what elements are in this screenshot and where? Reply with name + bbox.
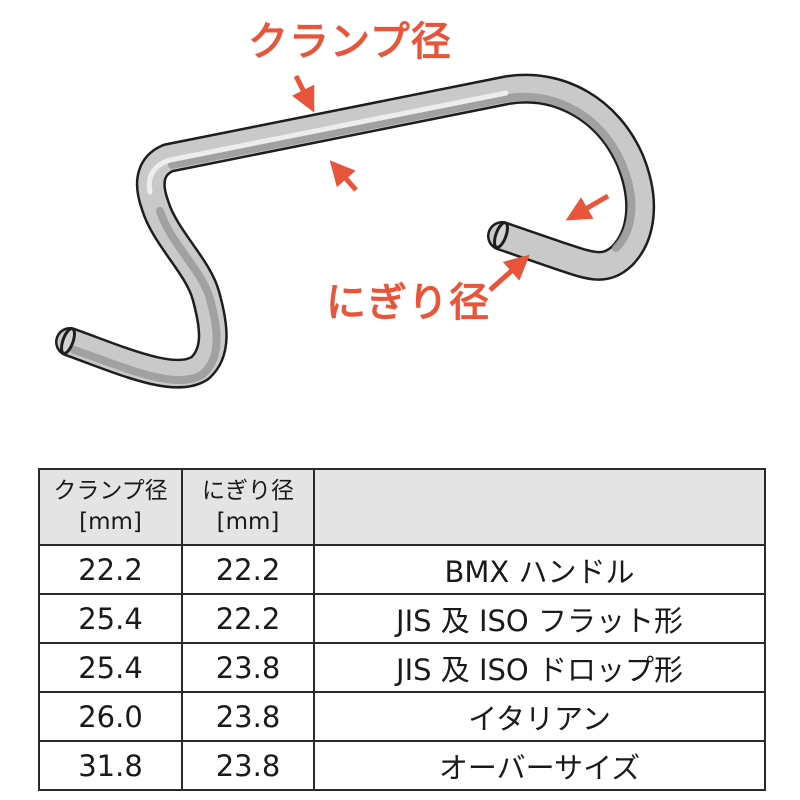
header-clamp-unit: [mm] — [79, 509, 142, 535]
header-grip-label: にぎり径 — [202, 478, 294, 504]
cell-grip: 22.2 — [181, 593, 315, 644]
table-row: 25.4 22.2 JIS 及 ISO フラット形 — [38, 593, 766, 644]
cell-clamp: 25.4 — [38, 593, 183, 644]
clamp-diameter-label: クランプ径 — [248, 19, 452, 65]
cell-clamp: 31.8 — [38, 740, 183, 791]
header-clamp-diameter: クランプ径 [mm] — [38, 468, 183, 546]
handlebar-size-table: クランプ径 [mm] にぎり径 [mm] 22.2 22.2 BMX ハンドル … — [38, 468, 766, 791]
table-row: 22.2 22.2 BMX ハンドル — [38, 544, 766, 595]
cell-grip: 23.8 — [181, 740, 315, 791]
cell-clamp: 22.2 — [38, 544, 183, 595]
cell-grip: 23.8 — [181, 691, 315, 742]
table-row: 31.8 23.8 オーバーサイズ — [38, 740, 766, 791]
cell-grip: 23.8 — [181, 642, 315, 693]
cell-type: オーバーサイズ — [313, 740, 766, 791]
header-grip-diameter: にぎり径 [mm] — [181, 468, 315, 546]
cell-type: JIS 及 ISO ドロップ形 — [313, 642, 766, 693]
cell-type: イタリアン — [313, 691, 766, 742]
cell-clamp: 26.0 — [38, 691, 183, 742]
cell-type: BMX ハンドル — [313, 544, 766, 595]
table-header-row: クランプ径 [mm] にぎり径 [mm] — [38, 468, 766, 546]
cell-clamp: 25.4 — [38, 642, 183, 693]
grip-diameter-label: にぎり径 — [326, 280, 490, 326]
header-clamp-label: クランプ径 — [53, 478, 168, 504]
clamp-arrow-bottom — [329, 160, 358, 192]
table-row: 25.4 23.8 JIS 及 ISO ドロップ形 — [38, 642, 766, 693]
grip-arrow-bottom — [488, 254, 530, 292]
cell-grip: 22.2 — [181, 544, 315, 595]
table-row: 26.0 23.8 イタリアン — [38, 691, 766, 742]
bar-end-right — [493, 221, 509, 249]
cell-type: JIS 及 ISO フラット形 — [313, 593, 766, 644]
drop-handlebar — [55, 73, 656, 389]
bar-end-left — [60, 327, 76, 355]
header-type — [313, 468, 766, 546]
grip-arrow-top — [565, 193, 610, 221]
handlebar-illustration — [55, 73, 656, 389]
header-grip-unit: [mm] — [216, 509, 280, 535]
clamp-arrow-top — [291, 74, 315, 113]
handlebar-highlight — [146, 90, 509, 195]
handlebar-shading — [70, 92, 636, 385]
